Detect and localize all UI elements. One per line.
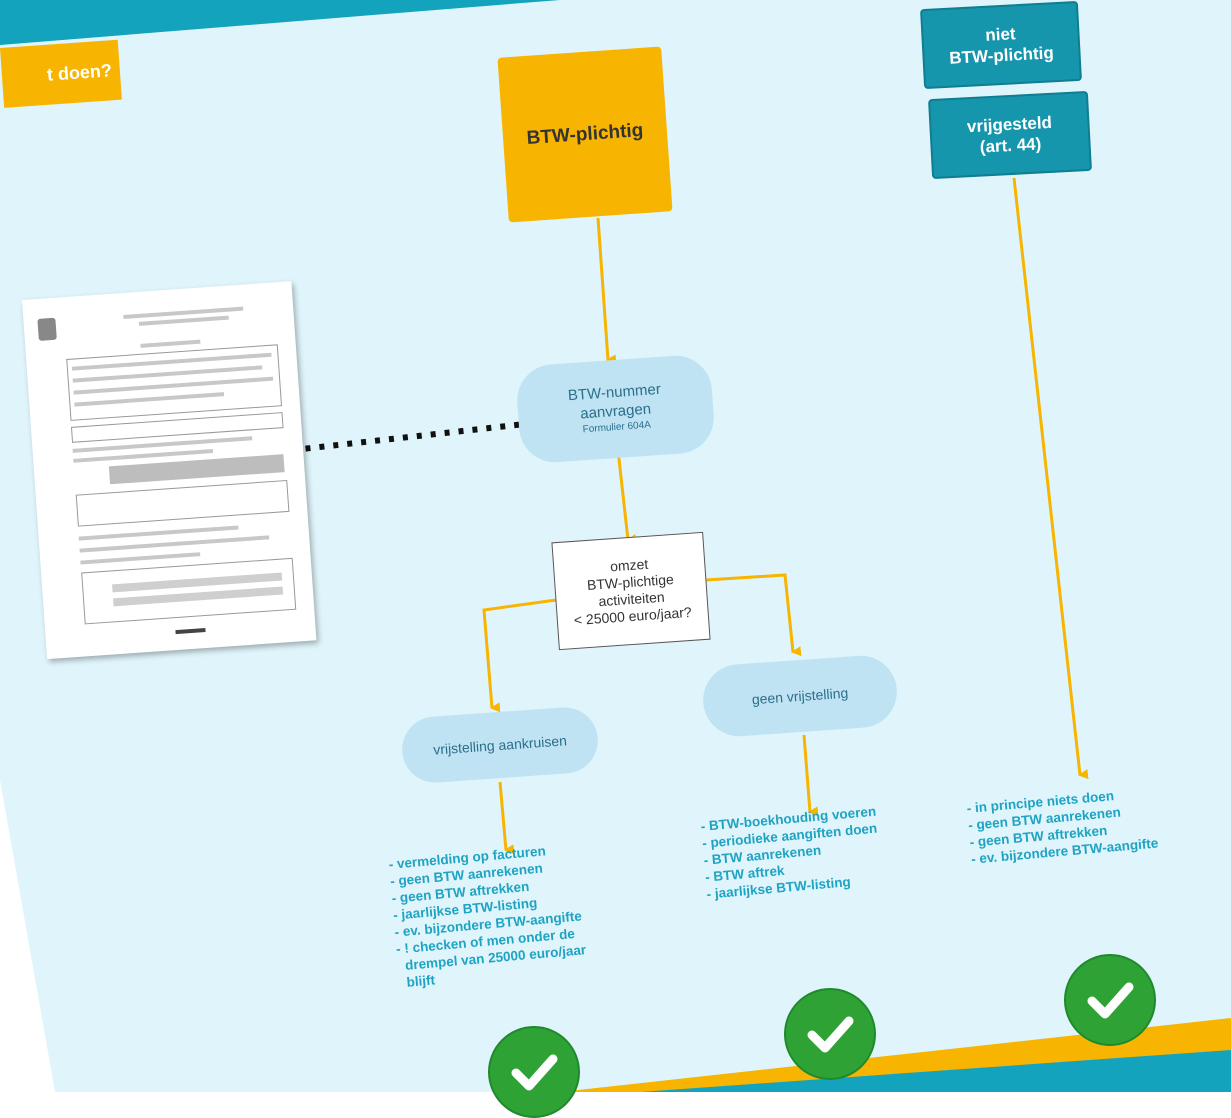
arrow-aanvragen-to-decision bbox=[616, 449, 637, 545]
list-geen-vrijstelling-actions: - BTW-boekhouding voeren - periodieke aa… bbox=[700, 803, 883, 903]
btw-nummer-aanvragen-node: BTW-nummer aanvragen Formulier 604A bbox=[514, 353, 717, 465]
arrow-vrijstelling-to-list bbox=[498, 781, 515, 855]
vrijstelling-label: vrijstelling aankruisen bbox=[432, 732, 568, 758]
geen-vrijstelling-node: geen vrijstelling bbox=[700, 653, 900, 739]
checkmark-icon bbox=[488, 1026, 580, 1118]
arrow-vrijgesteld-to-list bbox=[1012, 177, 1089, 780]
niet-btw-plichtig-node: niet BTW-plichtig bbox=[920, 0, 1082, 90]
checkmark-icon bbox=[1064, 954, 1156, 1046]
vrijgesteld-label-line2: (art. 44) bbox=[979, 134, 1042, 157]
omzet-decision-node: omzet BTW-plichtige activiteiten < 25000… bbox=[551, 531, 711, 651]
checkmark-icon bbox=[784, 988, 876, 1080]
flow-arrows bbox=[221, 177, 1089, 855]
vrijgesteld-node: vrijgesteld (art. 44) bbox=[928, 90, 1092, 180]
btw-plichtig-node: BTW-plichtig bbox=[497, 46, 673, 223]
form-document-icon bbox=[22, 281, 317, 660]
arrow-decision-to-vrijstelling bbox=[482, 598, 557, 713]
dotted-connector bbox=[221, 421, 526, 461]
btw-plichtig-label: BTW-plichtig bbox=[525, 119, 644, 149]
vrijstelling-aankruisen-node: vrijstelling aankruisen bbox=[399, 705, 601, 785]
list-vrijstelling-actions: - vermelding op facturen - geen BTW aanr… bbox=[388, 840, 588, 992]
arrow-geen-to-list bbox=[802, 734, 819, 817]
arrow-btw-to-aanvragen bbox=[596, 217, 617, 365]
arrow-decision-to-geen bbox=[705, 573, 802, 657]
geen-vrijstelling-label: geen vrijstelling bbox=[751, 684, 849, 708]
niet-label-line2: BTW-plichtig bbox=[948, 43, 1055, 68]
